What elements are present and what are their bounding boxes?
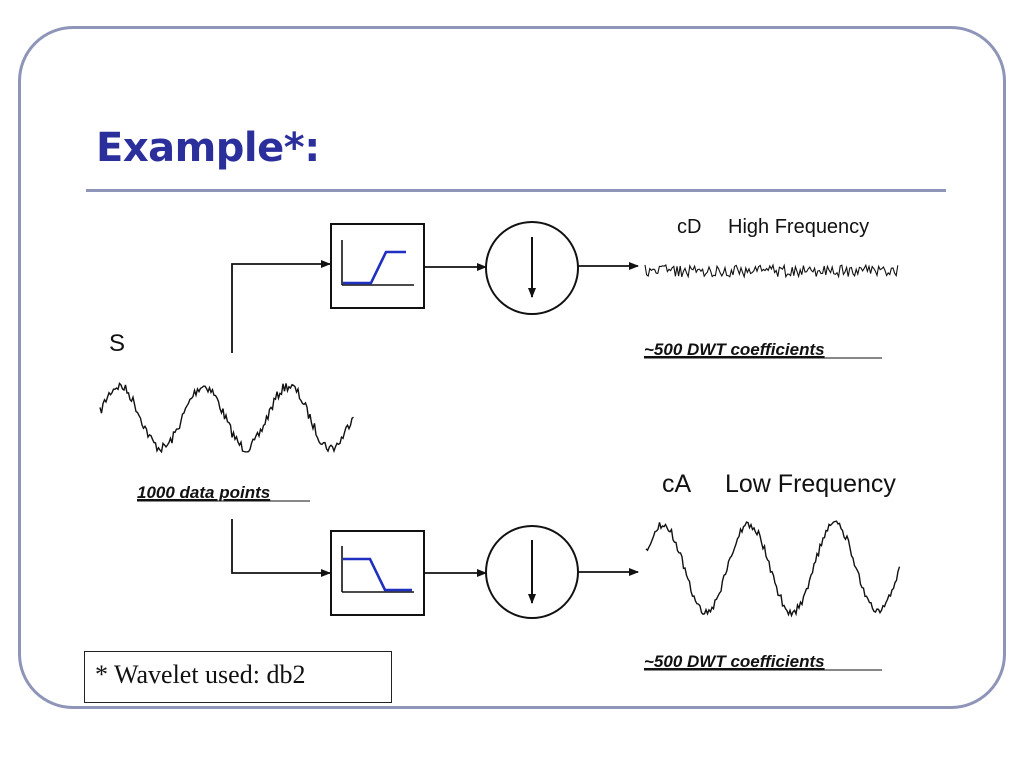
high-frequency-waveform [644,263,899,279]
high-branch-short-label: cD [677,216,701,238]
input-signal-waveform [99,381,354,454]
high-branch-long-label: High Frequency [728,216,869,238]
input-note: 1000 data points [137,483,270,502]
title-underline [86,189,946,192]
low-downsample-arrow-icon [485,525,579,619]
slide-title: Example*: [96,125,320,171]
wavelet-footnote: * Wavelet used: db2 [84,651,392,703]
low-branch-note: ~500 DWT coefficients [644,652,825,671]
low-branch-short-label: cA [662,470,692,498]
low-frequency-waveform [645,520,901,618]
low-branch-connector [231,519,331,577]
slide-frame [18,26,1006,709]
high-branch-connector [231,260,331,353]
high-branch-note: ~500 DWT coefficients [644,340,825,359]
high-pass-filter-icon [330,223,425,309]
low-branch-long-label: Low Frequency [725,470,896,498]
high-downsample-arrow-icon [485,221,579,315]
input-signal-label: S [109,330,125,357]
low-pass-filter-icon [330,530,425,616]
